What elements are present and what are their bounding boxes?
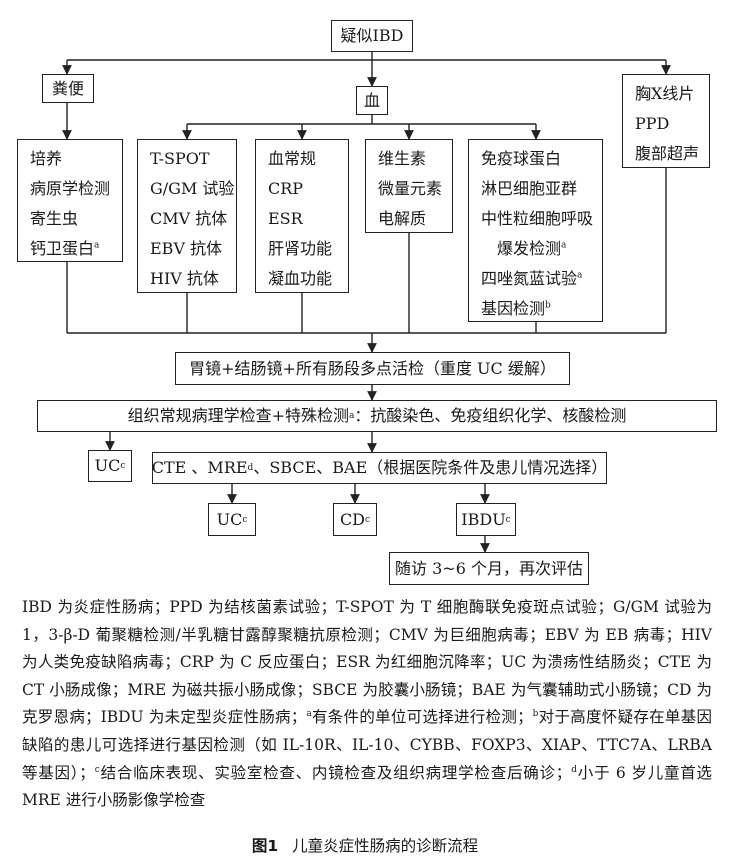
culture-item: 培养 — [30, 149, 63, 168]
esr-item: ESR — [268, 209, 303, 228]
chest-xray-item: 胸X线片 — [635, 84, 695, 103]
stool-box: 粪便 — [42, 74, 94, 103]
followup-box: 随访 3~6 个月，再次评估 — [389, 552, 589, 585]
calprotectin-item: 钙卫蛋白a — [30, 239, 100, 258]
nbt-item: 四唑氮蓝试验a — [481, 269, 583, 288]
electrolyte-item: 电解质 — [378, 209, 427, 228]
vitamin-box: 维生素 微量元素 电解质 — [365, 139, 453, 233]
pathogen-item: 病原学检测 — [30, 179, 111, 198]
abdominal-ultrasound-item: 腹部超声 — [635, 144, 700, 163]
ggm-item: G/GM 试验 — [150, 179, 235, 198]
infection-tests-box: T-SPOT G/GM 试验 CMV 抗体 EBV 抗体 HIV 抗体 — [137, 139, 237, 293]
endoscopy-box: 胃镜+结肠镜+所有肠段多点活检（重度 UC 缓解） — [175, 352, 570, 385]
root-box-suspected-ibd: 疑似IBD — [331, 20, 413, 52]
immunoglobulin-item: 免疫球蛋白 — [481, 149, 562, 168]
flowchart-connectors — [62, 52, 671, 553]
figure-footnotes: IBD 为炎症性肠病；PPD 为结核菌素试验；T-SPOT 为 T 细胞酶联免疫… — [22, 598, 712, 810]
figure-caption: 图1 儿童炎症性肠病的诊断流程 — [0, 834, 730, 856]
trace-element-item: 微量元素 — [378, 179, 443, 198]
gene-test-item: 基因检测b — [481, 299, 551, 318]
lymphocyte-subset-item: 淋巴细胞亚群 — [481, 179, 578, 198]
parasite-item: 寄生虫 — [30, 209, 79, 228]
coagulation-item: 凝血功能 — [268, 269, 333, 288]
neutrophil-burst-item: 中性粒细胞呼吸 — [481, 209, 594, 228]
blood-box: 血 — [356, 86, 388, 115]
crp-item: CRP — [268, 179, 304, 198]
ebv-item: EBV 抗体 — [150, 239, 223, 258]
hiv-item: HIV 抗体 — [150, 269, 219, 288]
cbc-item: 血常规 — [268, 149, 317, 168]
tspot-item: T-SPOT — [150, 149, 210, 168]
immune-tests-box: 免疫球蛋白 淋巴细胞亚群 中性粒细胞呼吸 爆发检测a 四唑氮蓝试验a 基因检测b — [468, 139, 603, 322]
liver-kidney-item: 肝肾功能 — [268, 239, 333, 258]
stool-tests-box: 培养 病原学检测 寄生虫 钙卫蛋白a — [17, 139, 123, 262]
neutrophil-burst-item-cont: 爆发检测a — [497, 239, 567, 258]
figure-label: 图1 — [251, 837, 279, 855]
blood-routine-box: 血常规 CRP ESR 肝肾功能 凝血功能 — [255, 139, 349, 293]
chest-imaging-box: 胸X线片 PPD 腹部超声 — [622, 74, 710, 168]
figure-title: 儿童炎症性肠病的诊断流程 — [292, 837, 479, 855]
cmv-item: CMV 抗体 — [150, 209, 228, 228]
ppd-item: PPD — [635, 114, 670, 133]
vitamin-item: 维生素 — [378, 149, 427, 168]
